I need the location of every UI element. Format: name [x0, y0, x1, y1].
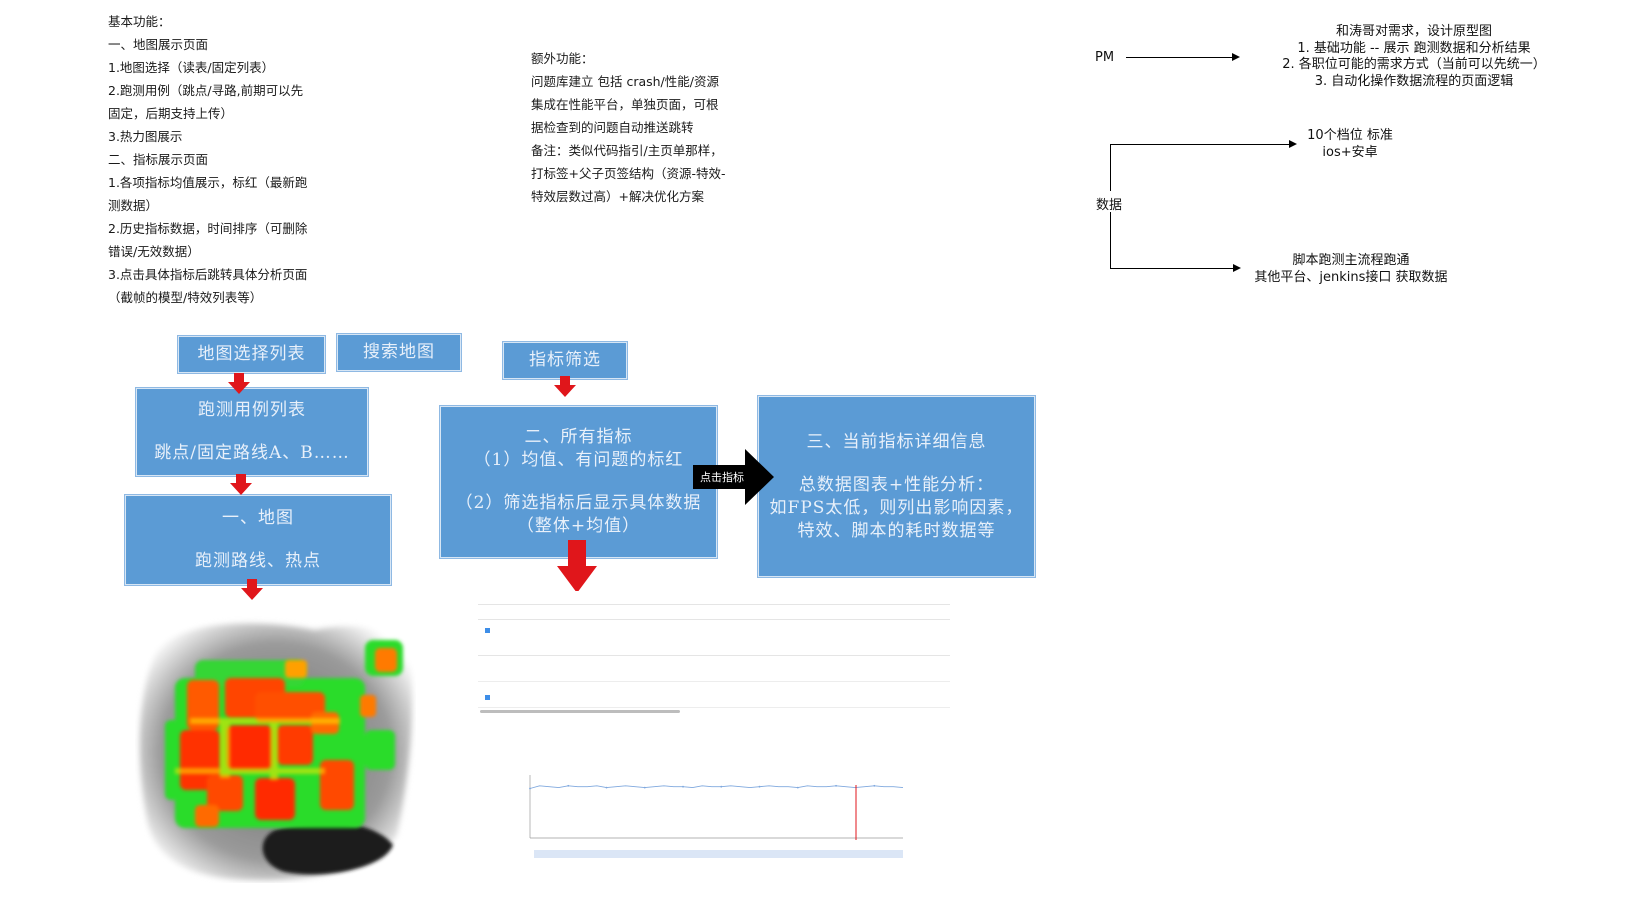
line-chart-svg	[529, 775, 904, 858]
data-vertical-line	[1110, 145, 1111, 191]
metric-detail-line: 总数据图表+性能分析：	[798, 474, 995, 495]
metric-filter-box[interactable]: 指标筛选	[502, 341, 628, 380]
click-metric-arrow[interactable]	[693, 449, 775, 505]
data-point	[796, 786, 799, 789]
map-select-list-box[interactable]: 地图选择列表	[177, 335, 326, 374]
series-line	[529, 785, 904, 789]
note-line: 问题库建立 包括 crash/性能/资源	[531, 74, 719, 89]
data-top-branch	[1110, 144, 1290, 145]
click-metric-label: 点击指标	[700, 471, 744, 484]
extra-features-notes: 额外功能： 问题库建立 包括 crash/性能/资源 集成在性能平台，单独页面，…	[531, 48, 726, 209]
note-line: 固定，后期支持上传）	[108, 106, 234, 121]
data-point	[605, 786, 608, 789]
table-header-band	[478, 604, 950, 605]
data-bottom-line: 脚本跑测主流程跑通	[1292, 253, 1410, 268]
pm-requirements: 和涛哥对需求，设计原型图 1. 基础功能 -- 展示 跑测数据和分析结果 2. …	[1240, 24, 1588, 90]
data-point	[873, 784, 876, 787]
metric-detail-title: 三、当前指标详细信息	[806, 431, 987, 452]
note-line: 打标签+父子页签结构（资源-特效-	[531, 166, 726, 181]
data-bottom-arrow-head	[1233, 264, 1241, 272]
data-point	[643, 786, 646, 789]
data-top-text: 10个档位 标准 ios+安卓	[1270, 128, 1430, 161]
data-point	[835, 784, 837, 787]
pm-label: PM	[1095, 50, 1115, 65]
map-select-list-label: 地图选择列表	[197, 344, 306, 364]
test-case-list-title: 跑测用例列表	[198, 400, 306, 420]
data-top-line: 10个档位 标准	[1307, 128, 1393, 143]
all-metrics-line: （整体+均值）	[516, 516, 641, 536]
red-arrow-down	[554, 376, 576, 397]
note-line: 特效层数过高）+解决优化方案	[531, 189, 704, 204]
note-line: 错误/无效数据）	[108, 244, 200, 259]
note-line: 1.地图选择（读表/固定列表）	[108, 60, 275, 75]
line-chart-screenshot	[478, 740, 950, 862]
pm-arrow-head	[1232, 53, 1240, 61]
test-case-list-subtitle: 跳点/固定路线A、B……	[154, 443, 350, 463]
data-top-arrow-head	[1289, 140, 1297, 148]
data-bottom-text: 脚本跑测主流程跑通 其他平台、jenkins接口 获取数据	[1240, 253, 1462, 286]
pm-line: 3. 自动化操作数据流程的页面逻辑	[1314, 73, 1514, 89]
data-label: 数据	[1096, 198, 1123, 213]
search-map-label: 搜索地图	[363, 342, 435, 362]
metric-filter-label: 指标筛选	[529, 350, 601, 370]
pm-arrow-line	[1126, 57, 1232, 58]
pm-line: 1. 基础功能 -- 展示 跑测数据和分析结果	[1297, 40, 1531, 56]
note-line: 一、地图展示页面	[108, 37, 209, 52]
data-vertical-line	[1110, 212, 1111, 268]
table-header-band	[478, 619, 950, 620]
table-scrollbar[interactable]	[480, 710, 680, 713]
map-box[interactable]: 一、地图 跑测路线、热点	[124, 494, 392, 586]
note-line: 集成在性能平台，单独页面，可根	[531, 97, 719, 112]
note-line: 3.点击具体指标后跳转具体分析页面	[108, 267, 308, 282]
red-arrow-down	[230, 474, 252, 495]
pm-line: 和涛哥对需求，设计原型图	[1335, 24, 1492, 39]
data-point	[682, 785, 684, 788]
red-arrow-down	[241, 579, 263, 600]
all-metrics-line: （1）均值、有问题的标红	[473, 450, 684, 470]
metric-detail-line: 特效、脚本的耗时数据等	[797, 520, 996, 541]
data-point	[567, 784, 570, 787]
note-line: 1.各项指标均值展示，标红（最新跑	[108, 175, 308, 190]
note-line: 备注：类似代码指引/主页单那样，	[531, 143, 723, 158]
zoom-slider[interactable]	[534, 850, 903, 858]
all-metrics-title: 二、所有指标	[524, 427, 633, 447]
test-case-list-box[interactable]: 跑测用例列表 跳点/固定路线A、B……	[135, 387, 369, 477]
data-bottom-line: 其他平台、jenkins接口 获取数据	[1254, 269, 1448, 285]
table-checkbox[interactable]	[485, 628, 490, 633]
data-table-screenshot	[478, 591, 950, 716]
table-header-band	[478, 655, 950, 656]
note-line: 二、指标展示页面	[108, 152, 209, 167]
heatmap-image	[135, 600, 416, 883]
note-line: 2.跑测用例（跳点/寻路,前期可以先	[108, 83, 304, 98]
note-line: 3.热力图展示	[108, 129, 183, 144]
data-bottom-branch	[1110, 268, 1234, 269]
data-top-line: ios+安卓	[1322, 144, 1378, 160]
data-point	[758, 785, 761, 788]
data-point	[720, 785, 723, 788]
search-map-box[interactable]: 搜索地图	[336, 333, 462, 372]
basic-features-notes: 基本功能： 一、地图展示页面 1.地图选择（读表/固定列表） 2.跑测用例（跳点…	[108, 10, 307, 309]
note-line: 2.历史指标数据，时间排序（可删除	[108, 221, 308, 236]
red-arrow-down	[228, 373, 250, 394]
table-row-divider	[478, 707, 950, 708]
metric-detail-box[interactable]: 三、当前指标详细信息 总数据图表+性能分析： 如FPS太低，则列出影响因素， 特…	[757, 395, 1036, 578]
table-row-divider	[478, 681, 950, 682]
all-metrics-line: （2）筛选指标后显示具体数据	[455, 493, 702, 513]
all-metrics-box[interactable]: 二、所有指标 （1）均值、有问题的标红 （2）筛选指标后显示具体数据 （整体+均…	[439, 405, 718, 559]
note-line: 额外功能：	[531, 51, 594, 66]
metric-detail-line: 如FPS太低，则列出影响因素，	[769, 497, 1024, 518]
note-line: 基本功能：	[108, 14, 171, 29]
map-box-title: 一、地图	[222, 508, 294, 528]
pm-line: 2. 各职位可能的需求方式（当前可以先统一）	[1282, 57, 1546, 72]
note-line: （截帧的模型/特效列表等）	[108, 290, 263, 305]
note-line: 测数据）	[108, 198, 159, 213]
data-point	[529, 787, 531, 790]
map-box-subtitle: 跑测路线、热点	[195, 551, 321, 571]
note-line: 据检查到的问题自动推送跳转	[531, 120, 694, 135]
table-checkbox[interactable]	[485, 695, 490, 700]
red-arrow-down-large	[557, 540, 597, 593]
